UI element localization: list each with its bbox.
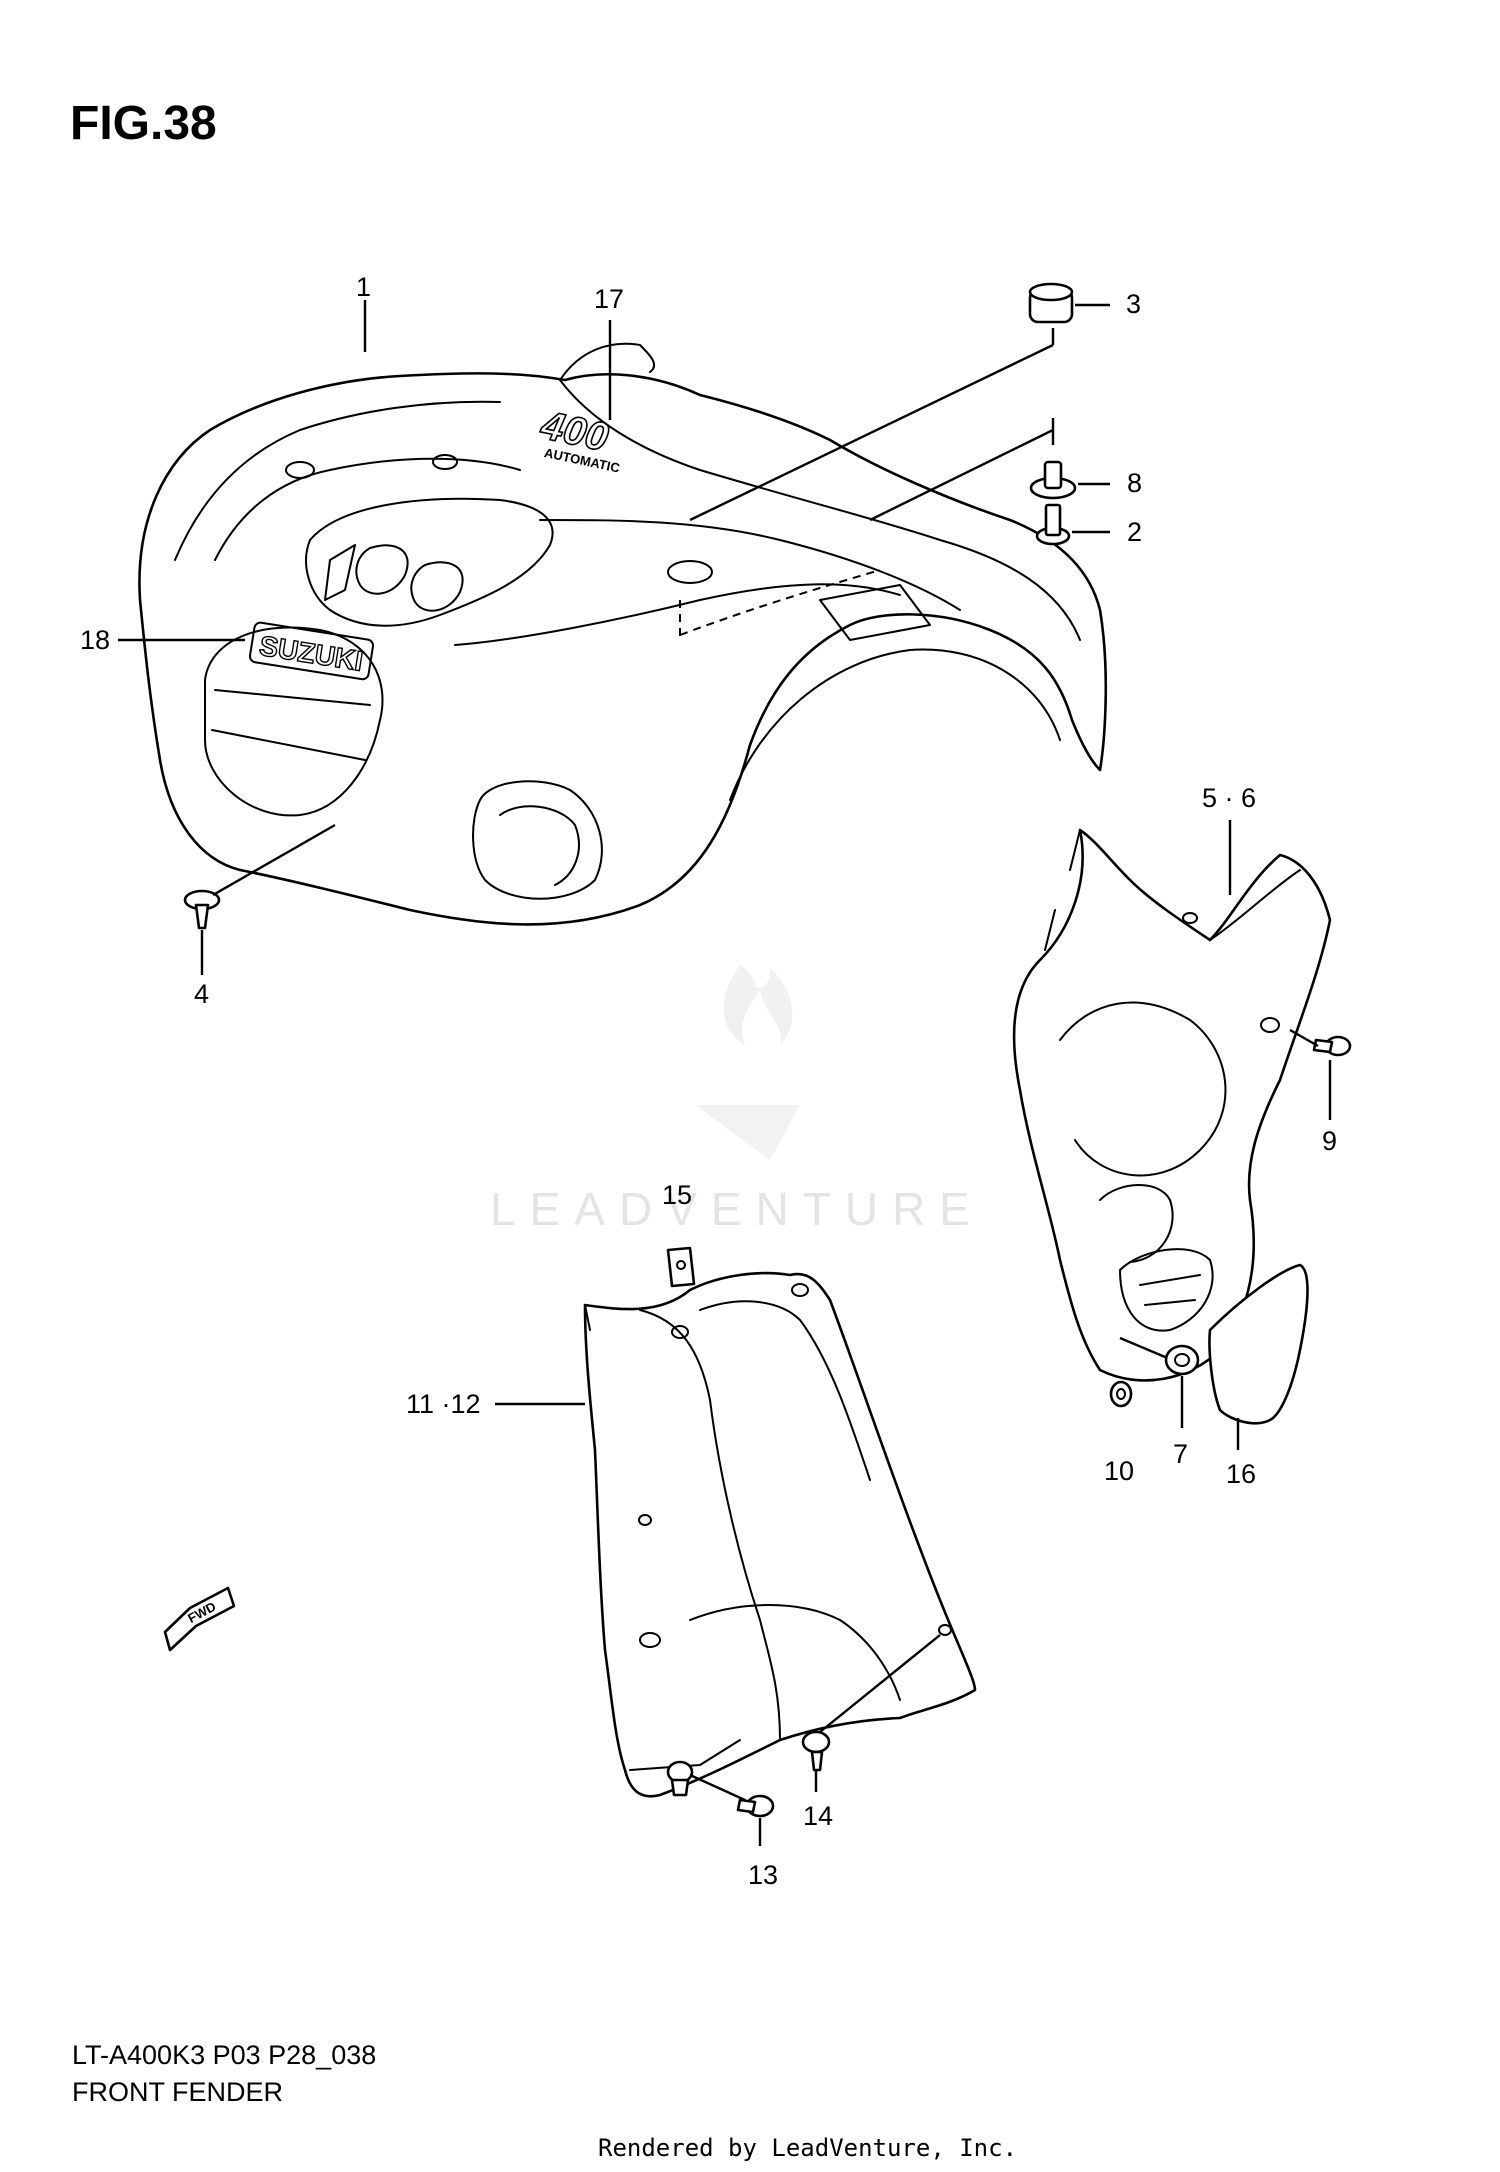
front-fender-part-1 bbox=[138, 342, 1108, 926]
nut-part-7 bbox=[1164, 1344, 1200, 1376]
callout-13: 13 bbox=[748, 1860, 778, 1890]
figure-caption: FRONT FENDER bbox=[72, 2077, 284, 2107]
collar-part-8 bbox=[1029, 460, 1077, 500]
callout-10: 10 bbox=[1104, 1456, 1134, 1486]
watermark-emblem bbox=[695, 965, 800, 1160]
callout-1: 1 bbox=[356, 272, 371, 302]
callout-18: 18 bbox=[80, 625, 110, 655]
inner-fender-part-11-12 bbox=[583, 1271, 977, 1798]
inner-panel-part-5-6 bbox=[1012, 828, 1332, 1382]
callout-7: 7 bbox=[1173, 1439, 1188, 1469]
callout-14: 14 bbox=[803, 1801, 833, 1831]
pin-part-13b bbox=[666, 1760, 694, 1797]
screw-part-4 bbox=[183, 889, 221, 930]
model-code: LT-A400K3 P03 P28_038 bbox=[72, 2040, 377, 2070]
callout-11-12: 11 ·12 bbox=[406, 1389, 481, 1419]
washer-part-10 bbox=[1109, 1380, 1133, 1408]
screw-part-14 bbox=[801, 1730, 831, 1772]
screw-part-9 bbox=[1312, 1035, 1352, 1057]
callout-4: 4 bbox=[194, 979, 209, 1009]
bolt-part-2 bbox=[1035, 503, 1071, 546]
callout-9: 9 bbox=[1322, 1126, 1337, 1156]
leader-lines bbox=[118, 300, 1332, 1846]
clip-part-15 bbox=[666, 1246, 696, 1288]
callout-15: 15 bbox=[662, 1180, 692, 1210]
callout-8: 8 bbox=[1127, 468, 1142, 498]
watermark-text: LEADVENTURE bbox=[490, 1183, 984, 1235]
callout-3: 3 bbox=[1126, 289, 1141, 319]
callout-16: 16 bbox=[1226, 1459, 1256, 1489]
callout-labels: 1 17 3 8 2 18 4 5 · 6 9 15 11 ·12 10 7 1… bbox=[80, 272, 1337, 1890]
rendered-by-credit: Rendered by LeadVenture, Inc. bbox=[598, 2134, 1018, 2162]
cover-part-16 bbox=[1208, 1263, 1309, 1425]
callout-17: 17 bbox=[594, 284, 624, 314]
grommet-part-3 bbox=[1028, 282, 1074, 324]
fwd-direction-arrow: FWD bbox=[163, 1586, 236, 1652]
screw-part-13 bbox=[736, 1794, 775, 1818]
figure-title: FIG.38 bbox=[70, 97, 217, 150]
callout-2: 2 bbox=[1127, 517, 1142, 547]
callout-5-6: 5 · 6 bbox=[1202, 783, 1256, 813]
